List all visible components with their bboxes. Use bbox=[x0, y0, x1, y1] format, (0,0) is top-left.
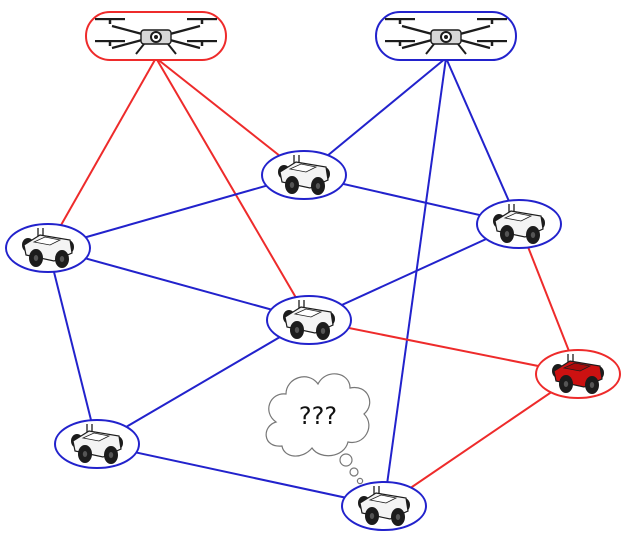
robot-node bbox=[535, 349, 621, 399]
robot-node bbox=[341, 481, 427, 531]
robot-icon bbox=[278, 155, 330, 195]
robot-icon bbox=[283, 300, 335, 340]
robot-icon bbox=[22, 228, 74, 268]
edge-robot-5-robot-7 bbox=[383, 373, 579, 507]
edge-drone-blue-robot-3 bbox=[445, 57, 520, 225]
edge-robot-2-robot-4 bbox=[47, 247, 310, 321]
robot-icon bbox=[493, 204, 545, 244]
drone-icon bbox=[385, 18, 507, 55]
robot-icon bbox=[552, 354, 604, 394]
thought-text: ??? bbox=[299, 402, 337, 430]
thought-bubble: ??? bbox=[265, 373, 371, 485]
edge-robot-2-robot-6 bbox=[47, 247, 98, 445]
edge-robot-3-robot-4 bbox=[308, 223, 520, 321]
edge-drone-blue-robot-7 bbox=[383, 57, 447, 507]
thought-dot-1 bbox=[339, 453, 353, 467]
thought-cloud bbox=[265, 373, 371, 457]
edge-robot-3-robot-5 bbox=[518, 223, 579, 375]
nodes-layer bbox=[5, 11, 621, 531]
edge-drone-red-robot-2 bbox=[47, 57, 157, 249]
thought-dot-3 bbox=[356, 477, 364, 485]
edge-robot-6-robot-7 bbox=[96, 443, 385, 507]
robot-node bbox=[5, 223, 91, 273]
robot-node bbox=[476, 199, 562, 249]
thought-dot-2 bbox=[349, 467, 359, 477]
edge-robot-4-robot-5 bbox=[308, 319, 579, 375]
edge-robot-1-robot-2 bbox=[47, 174, 305, 249]
edges-layer bbox=[47, 57, 579, 507]
drone-node bbox=[85, 11, 227, 61]
drone-icon bbox=[95, 18, 217, 55]
robot-icon bbox=[358, 486, 410, 526]
robot-node bbox=[54, 419, 140, 469]
edge-drone-red-robot-4 bbox=[155, 57, 310, 321]
edge-robot-4-robot-6 bbox=[96, 319, 310, 445]
robot-node bbox=[261, 150, 347, 200]
drone-node bbox=[375, 11, 517, 61]
robot-node bbox=[266, 295, 352, 345]
robot-icon bbox=[71, 424, 123, 464]
